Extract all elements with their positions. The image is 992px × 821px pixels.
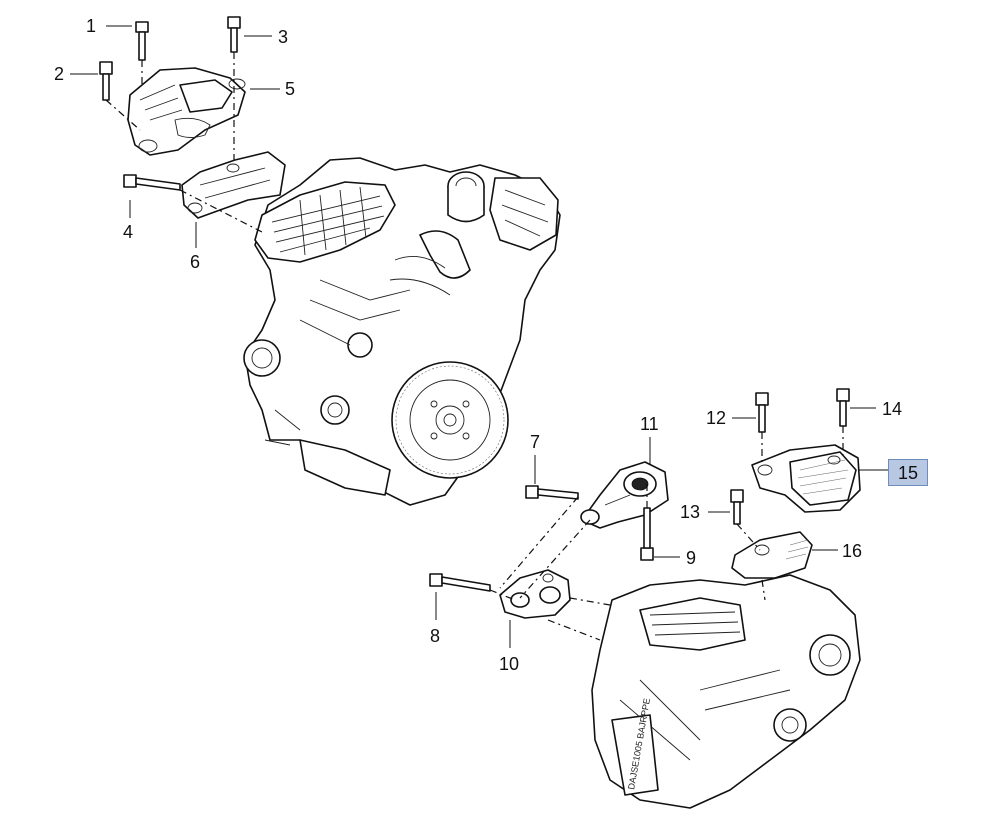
engine-assembly [243, 157, 561, 506]
callout-12: 12 [706, 408, 727, 428]
callout-1: 1 [86, 16, 97, 36]
bolt-1 [135, 21, 149, 61]
callout-5: 5 [285, 79, 296, 99]
bolt-9 [640, 507, 654, 561]
callout-15-highlighted[interactable]: 15 [888, 459, 929, 486]
bolt-7 [525, 485, 579, 500]
callout-7: 7 [530, 432, 541, 452]
bolt-14 [836, 388, 850, 427]
transmission-assembly: DAJSE1005 BAJRPPE [591, 574, 861, 809]
callout-3: 3 [278, 27, 289, 47]
callout-16: 16 [842, 541, 863, 561]
engine-bracket-6 [181, 151, 286, 219]
torque-rod-11 [580, 461, 669, 529]
bracket-16 [731, 531, 813, 579]
bolt-8 [429, 573, 491, 592]
callout-9: 9 [686, 548, 697, 568]
bolt-13 [730, 489, 744, 525]
callout-11: 11 [640, 414, 659, 434]
bolt-3 [227, 16, 241, 53]
bracket-10 [499, 569, 571, 619]
leader-lines [70, 25, 888, 648]
callout-2: 2 [54, 64, 65, 84]
callout-13: 13 [680, 502, 701, 522]
callout-14: 14 [882, 399, 903, 419]
callout-4: 4 [123, 222, 134, 242]
callout-8: 8 [430, 626, 441, 646]
transmission-mount-15 [751, 444, 861, 513]
bolt-2 [99, 61, 113, 101]
callout-10: 10 [499, 654, 520, 674]
engine-mount-5 [127, 67, 246, 156]
bolt-4 [123, 174, 181, 191]
assembly-lines [105, 52, 844, 641]
bolt-12 [755, 392, 769, 433]
callout-6: 6 [190, 252, 201, 272]
